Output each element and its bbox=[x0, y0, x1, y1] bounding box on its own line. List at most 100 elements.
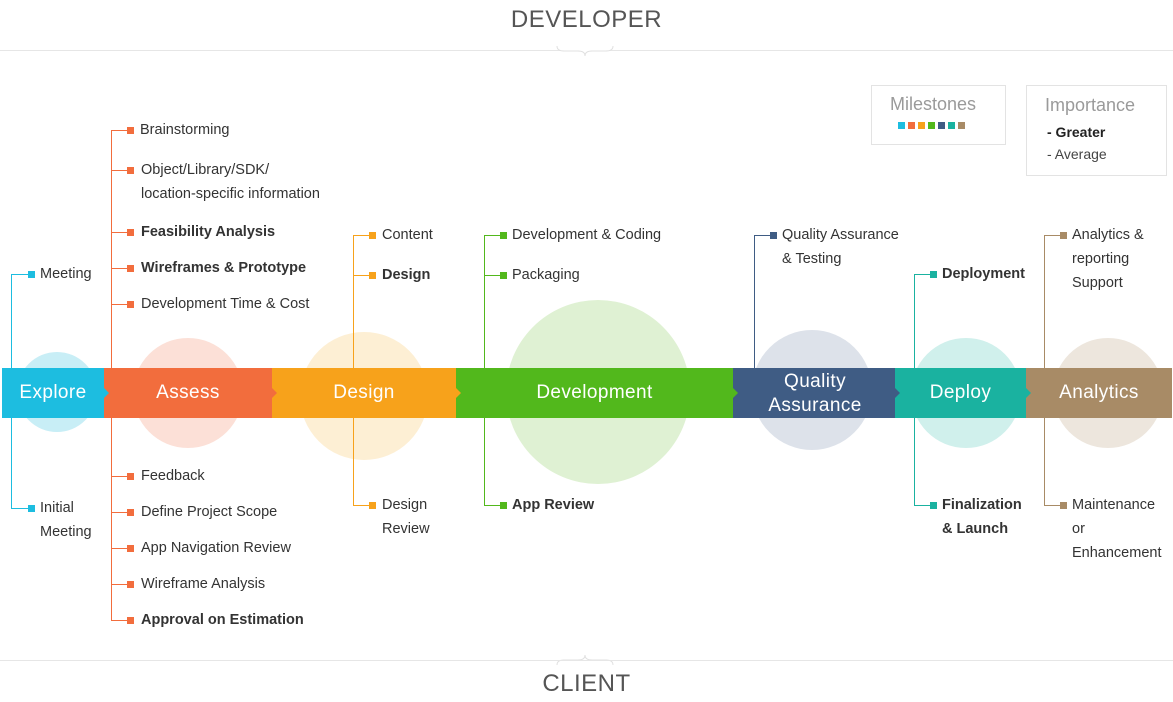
client-item-assess: App Navigation Review bbox=[141, 540, 291, 556]
dev-item-assess: Brainstorming bbox=[140, 122, 230, 138]
assess-stub bbox=[111, 548, 127, 549]
bullet-assess-item bbox=[127, 509, 134, 516]
stage-label-analytics: Analytics bbox=[1059, 382, 1139, 403]
client-item-design: Review bbox=[382, 521, 430, 537]
assess-stub bbox=[111, 512, 127, 513]
client-item-analytics: Maintenance bbox=[1072, 497, 1156, 513]
qa-stub bbox=[754, 235, 770, 236]
dev-item-development: Development & Coding bbox=[512, 227, 662, 243]
development-stub bbox=[484, 235, 500, 236]
assess-stub bbox=[111, 476, 127, 477]
milestone-swatch-deploy bbox=[948, 122, 955, 129]
bullet-design-item bbox=[369, 232, 376, 239]
client-item-explore: Meeting bbox=[40, 524, 92, 540]
milestone-swatch-development bbox=[928, 122, 935, 129]
deploy-stub bbox=[914, 505, 930, 506]
stage-band-deploy bbox=[895, 368, 1026, 418]
client-item-analytics: Enhancement bbox=[1072, 545, 1162, 561]
dev-item-analytics: reporting bbox=[1072, 251, 1130, 267]
bullet-design-item bbox=[369, 272, 376, 279]
stage-band-development bbox=[456, 368, 733, 418]
milestones-legend-title: Milestones bbox=[890, 94, 977, 114]
dev-item-deploy: Deployment bbox=[942, 266, 1025, 282]
stage-label-design: Design bbox=[333, 382, 395, 403]
dev-item-qa: Quality Assurance bbox=[782, 227, 899, 243]
arrow-development-qa bbox=[733, 388, 738, 398]
deploy-bottom-connector bbox=[914, 418, 915, 505]
bullet-development-item bbox=[500, 232, 507, 239]
milestone-swatch-qa bbox=[938, 122, 945, 129]
deploy-top-connector bbox=[914, 274, 915, 368]
design-top-connector bbox=[353, 235, 354, 368]
milestone-swatch-analytics bbox=[958, 122, 965, 129]
dev-item-assess: Feasibility Analysis bbox=[141, 224, 276, 240]
bullet-design-item bbox=[369, 502, 376, 509]
stage-label-explore: Explore bbox=[19, 382, 87, 403]
bullet-assess-item bbox=[127, 167, 134, 174]
milestone-swatch-explore bbox=[898, 122, 905, 129]
dev-item-design: Design bbox=[382, 267, 431, 283]
analytics-stub bbox=[1044, 505, 1060, 506]
client-item-analytics: or bbox=[1072, 521, 1085, 537]
arrow-deploy-analytics bbox=[1026, 388, 1031, 398]
dev-item-assess: Development Time & Cost bbox=[141, 296, 310, 312]
assess-stub bbox=[111, 268, 127, 269]
bullet-assess-item bbox=[127, 473, 134, 480]
stage-label-assess: Assess bbox=[156, 382, 220, 403]
dev-item-assess: location-specific information bbox=[141, 186, 320, 202]
client-item-deploy: Finalization bbox=[942, 497, 1022, 513]
client-item-design: Design bbox=[382, 497, 428, 513]
design-stub bbox=[353, 505, 369, 506]
bullet-assess-item bbox=[127, 617, 134, 624]
deploy-stub bbox=[914, 274, 930, 275]
assess-bottom-connector bbox=[111, 418, 112, 620]
client-item-explore: Initial bbox=[40, 500, 74, 516]
bullet-analytics-item bbox=[1060, 502, 1067, 509]
client-title: CLIENT bbox=[542, 670, 631, 697]
client-item-assess: Wireframe Analysis bbox=[141, 576, 266, 592]
assess-stub bbox=[111, 232, 127, 233]
development-top-connector bbox=[484, 235, 485, 368]
arrow-design-development bbox=[456, 388, 461, 398]
importance-greater: - Greater bbox=[1047, 124, 1106, 140]
bullet-assess-item bbox=[127, 265, 134, 272]
bullet-assess-item bbox=[127, 229, 134, 236]
explore-top-connector bbox=[11, 274, 12, 368]
assess-stub bbox=[111, 584, 127, 585]
stage-band-explore bbox=[2, 368, 104, 418]
client-item-assess: Define Project Scope bbox=[141, 504, 278, 520]
bullet-analytics-item bbox=[1060, 232, 1067, 239]
client-item-assess: Approval on Estimation bbox=[141, 612, 304, 628]
stage-band-analytics bbox=[1026, 368, 1172, 418]
stage-band-design bbox=[272, 368, 456, 418]
stage-label-qa: Quality Assurance bbox=[768, 371, 862, 416]
bullet-assess-item bbox=[127, 581, 134, 588]
dev-item-analytics: Support bbox=[1072, 275, 1123, 291]
qa-top-connector bbox=[754, 235, 755, 368]
development-stub bbox=[484, 275, 500, 276]
dev-item-analytics: Analytics & bbox=[1072, 227, 1144, 243]
milestones-legend: Milestones bbox=[871, 85, 1006, 145]
bullet-development-item bbox=[500, 272, 507, 279]
explore-bottom-connector bbox=[11, 418, 12, 508]
explore-stub bbox=[11, 274, 29, 275]
development-stub bbox=[484, 505, 500, 506]
bullet-assess-item bbox=[127, 301, 134, 308]
arrow-assess-design bbox=[272, 388, 277, 398]
arrow-explore-assess bbox=[104, 388, 109, 398]
bullet-deploy-item bbox=[930, 502, 937, 509]
importance-legend: Importance - Greater - Average bbox=[1026, 85, 1167, 176]
bullet-explore-initial-meeting bbox=[28, 505, 35, 512]
client-item-assess: Feedback bbox=[141, 468, 205, 484]
development-bottom-connector bbox=[484, 418, 485, 505]
developer-title: DEVELOPER bbox=[510, 6, 663, 33]
assess-stub bbox=[111, 620, 127, 621]
dev-item-explore-meeting: Meeting bbox=[40, 266, 92, 282]
design-bottom-connector bbox=[353, 418, 354, 505]
stage-label-development: Development bbox=[536, 382, 653, 403]
bullet-explore-meeting bbox=[28, 271, 35, 278]
top-brace bbox=[556, 45, 614, 57]
dev-item-assess: Wireframes & Prototype bbox=[141, 260, 307, 276]
analytics-top-connector bbox=[1044, 235, 1045, 368]
design-stub bbox=[353, 235, 369, 236]
